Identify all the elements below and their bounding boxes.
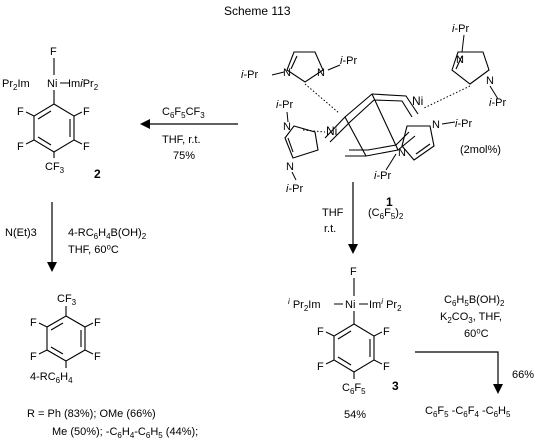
reagent-base: N(Et)3 bbox=[5, 227, 37, 239]
catalyst-1: N N i-Pr i-Pr N N i-Pr i-Pr Ni bbox=[241, 23, 506, 209]
metal-ni: Ni bbox=[345, 299, 355, 311]
ring-n: N bbox=[317, 67, 325, 79]
compound-number-3: 3 bbox=[392, 379, 399, 393]
nhc-ring-lower-right: N N bbox=[385, 119, 456, 171]
ligand-right: Imi Pr2 bbox=[369, 297, 402, 313]
catalyst-loading: (2mol%) bbox=[460, 144, 501, 156]
ring-n: N bbox=[456, 54, 464, 66]
ring-f: F bbox=[83, 141, 90, 153]
ni-top-f: F bbox=[50, 46, 57, 58]
biaryl-aryl: 4-RC6H4 bbox=[30, 371, 73, 385]
aryl-ring bbox=[46, 315, 86, 362]
ligand-left: Pr2Im bbox=[2, 78, 30, 92]
ipr-label: i-Pr bbox=[276, 99, 293, 111]
reaction-arrow-to-final: C6H5B(OH)2 K2CO3, THF, 60⁰C 66% bbox=[415, 294, 534, 394]
ring-n: N bbox=[283, 67, 291, 79]
reagent-c6f5-dimer: (C6F5)2 bbox=[368, 207, 404, 221]
yield-left: 75% bbox=[173, 150, 195, 162]
ring-n: N bbox=[283, 121, 291, 133]
ring-f: F bbox=[383, 326, 390, 338]
reagent-c6f5cf3: C6F5CF3 bbox=[162, 106, 205, 120]
conditions-down-2: r.t. bbox=[324, 223, 336, 235]
ring-n: N bbox=[486, 75, 494, 87]
conditions-biaryl: THF, 60⁰C bbox=[68, 244, 119, 256]
reaction-arrow-to-biaryl: N(Et)3 4-RC6H4B(OH)2 THF, 60⁰C bbox=[5, 202, 147, 272]
ring-n: N bbox=[286, 161, 294, 173]
ring-n: N bbox=[432, 119, 440, 131]
para-c6f5: C6F5 bbox=[342, 382, 366, 396]
reaction-arrow-to-2: C6F5CF3 THF, r.t. 75% bbox=[140, 106, 238, 162]
ring-f: F bbox=[317, 326, 324, 338]
yield-3: 54% bbox=[344, 409, 366, 421]
biaryl-product: CF3 F F F F 4-RC6H4 bbox=[30, 293, 101, 385]
ipr-label: i-Pr bbox=[489, 97, 506, 109]
ring-f: F bbox=[30, 351, 37, 363]
ipr-label: i-Pr bbox=[340, 55, 357, 67]
reagent-phenylboronic: C6H5B(OH)2 bbox=[444, 294, 505, 308]
nhc-ring-upper-left: N N bbox=[271, 51, 341, 83]
scheme-title: Scheme 113 bbox=[224, 4, 291, 18]
product-3: F i Pr2Im Ni Imi Pr2 F F F F C6F5 3 54% bbox=[288, 266, 402, 421]
conditions-down-1: THF bbox=[322, 207, 344, 219]
yields-line-2: Me (50%); -C6H4-C6H5 (44%); bbox=[52, 426, 198, 440]
conditions-left: THF, r.t. bbox=[162, 134, 201, 146]
ipr-label: i-Pr bbox=[374, 170, 391, 182]
nhc-ring-upper-right: N N bbox=[451, 34, 499, 100]
yield-final: 66% bbox=[512, 369, 534, 381]
reaction-arrow-to-3: THF r.t. (C6F5)2 bbox=[322, 182, 404, 254]
metal-ni: Ni bbox=[47, 78, 57, 90]
ligand-left: i Pr2Im bbox=[288, 297, 321, 313]
ipr-label: i-Pr bbox=[241, 69, 258, 81]
conditions-final-2: 60⁰C bbox=[464, 328, 489, 340]
ipr-label: i-Pr bbox=[455, 118, 472, 130]
ring-n: N bbox=[398, 147, 406, 159]
ring-f: F bbox=[94, 317, 101, 329]
metal-ni: Ni bbox=[326, 124, 337, 138]
ring-f: F bbox=[94, 351, 101, 363]
ring-f: F bbox=[317, 361, 324, 373]
ipr-label: i-Pr bbox=[452, 23, 469, 35]
ring-f: F bbox=[17, 106, 24, 118]
product-2: F Pr2Im Ni ImiPr2 F F F F CF3 2 bbox=[2, 46, 101, 181]
ring-f: F bbox=[30, 317, 37, 329]
ring-f: F bbox=[83, 106, 90, 118]
ring-f: F bbox=[17, 141, 24, 153]
ipr-label: i-Pr bbox=[286, 183, 303, 195]
reagent-boronic: 4-RC6H4B(OH)2 bbox=[68, 227, 147, 241]
aryl-ring bbox=[333, 323, 375, 373]
compound-number-2: 2 bbox=[94, 167, 101, 181]
metal-ni: Ni bbox=[412, 94, 423, 108]
yields-line-1: R = Ph (83%); OMe (66%) bbox=[27, 408, 156, 420]
ring-f: F bbox=[383, 361, 390, 373]
nhc-ring-lower-left: N N bbox=[283, 111, 319, 181]
compound-number-1: 1 bbox=[386, 195, 393, 209]
para-cf3: CF3 bbox=[45, 161, 65, 175]
aryl-ring bbox=[33, 103, 75, 153]
bridging-ligand-frame bbox=[324, 93, 419, 157]
ni-top-f: F bbox=[350, 266, 357, 278]
final-product: C6F5 -C6F4 -C6H5 bbox=[425, 405, 511, 419]
ligand-right: ImiPr2 bbox=[68, 78, 99, 92]
conditions-final-1: K2CO3, THF, bbox=[440, 311, 502, 325]
biaryl-cf3: CF3 bbox=[57, 293, 77, 307]
